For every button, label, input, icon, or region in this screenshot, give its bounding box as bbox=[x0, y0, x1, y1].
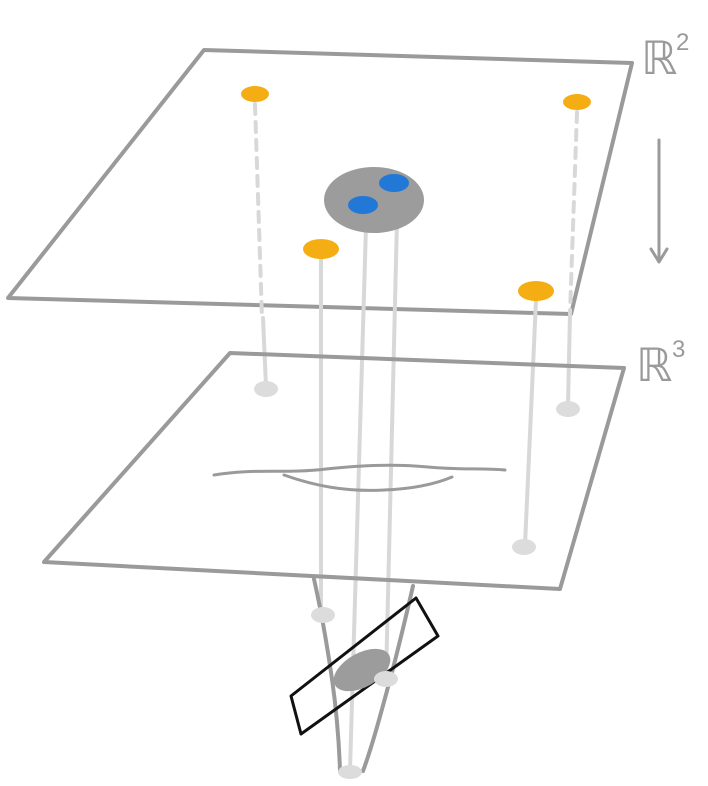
surface-opening-lower-curve bbox=[282, 473, 454, 492]
lower-point-left bbox=[254, 381, 278, 397]
down-arrow-icon bbox=[649, 138, 669, 264]
lower-point-funnel-bottom bbox=[338, 765, 362, 779]
projection-line-top-left bbox=[253, 102, 264, 320]
top-plane-label: ℝ bbox=[641, 32, 677, 84]
bottom-plane-label: ℝ bbox=[636, 339, 672, 391]
lower-point-right bbox=[556, 401, 580, 417]
yellow-point-middle-right bbox=[518, 281, 554, 301]
bottom-plane-exponent: 3 bbox=[672, 336, 685, 363]
lower-point-bottom-right bbox=[512, 539, 536, 555]
bottom-plane bbox=[42, 351, 626, 591]
selection-box bbox=[289, 596, 440, 736]
projection-line-top-right-lower bbox=[566, 311, 572, 407]
yellow-point-top-right bbox=[563, 94, 591, 110]
projection-line-top-right bbox=[568, 110, 579, 315]
lower-point-funnel-middle bbox=[374, 671, 398, 687]
yellow-point-top-left bbox=[241, 86, 269, 102]
yellow-point-middle-left bbox=[303, 239, 339, 259]
blue-point-lower bbox=[348, 196, 378, 214]
surface-opening-curve bbox=[212, 463, 507, 477]
projection-line-bottom-right bbox=[523, 298, 538, 547]
lower-point-funnel-upper bbox=[311, 607, 335, 623]
funnel-left-wall bbox=[312, 577, 342, 772]
top-plane-exponent: 2 bbox=[676, 29, 689, 56]
blue-point-upper bbox=[379, 174, 409, 192]
projection-line-top-left-lower bbox=[261, 316, 268, 388]
projection-line-cluster-right bbox=[384, 218, 399, 681]
